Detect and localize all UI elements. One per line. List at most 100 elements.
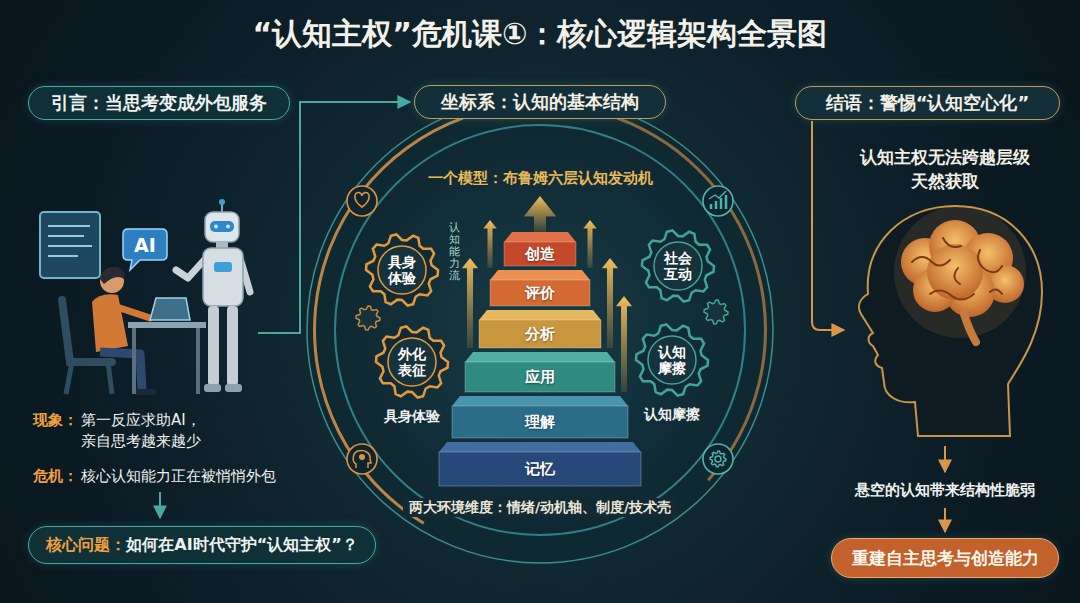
down-arrow (159, 492, 161, 518)
workspace-illustration (227, 306, 238, 386)
layer-shape (490, 270, 590, 280)
pill-text: 坐标系：认知的基本结构 (441, 90, 639, 114)
conclusion-pill: 结语：警惕“认知空心化” (795, 86, 1060, 120)
note-key: 现象： (33, 410, 78, 431)
bubble-text: AI (134, 234, 156, 256)
action-pill: 重建自主思考与创造能力 (831, 538, 1059, 578)
layer-label: 应用 (525, 368, 555, 387)
gear-shape (366, 234, 438, 305)
up-arrow (616, 296, 632, 392)
workspace-illustration (226, 225, 230, 229)
gear-label: 具身体验 (387, 254, 416, 286)
pyramid-layer: 记忆 (439, 442, 641, 486)
pyramid-layer: 分析 (479, 310, 601, 348)
brain-icon (359, 454, 365, 460)
layer-shape (439, 452, 641, 486)
conclusion-note: 认知主权无法跨越层级 天然获取 (840, 146, 1050, 194)
gear-caption: 认知摩擦 (644, 405, 700, 425)
workspace-illustration (150, 298, 190, 320)
workspace-illustration (66, 362, 112, 394)
workspace-illustration (128, 322, 206, 328)
workspace-illustration (40, 212, 100, 278)
chart-icon (703, 186, 733, 216)
layer-shape (439, 442, 641, 452)
up-arrow (524, 196, 556, 232)
heart-icon (347, 186, 377, 216)
ring-group (321, 111, 759, 549)
gear-caption: 具身体验 (384, 407, 440, 427)
workspace-illustration (176, 258, 206, 278)
workspace-illustration (204, 384, 221, 392)
gear-shape (376, 326, 448, 397)
ring-group (307, 97, 773, 563)
workspace-illustration (114, 306, 150, 318)
flow-label: 认知能力流 (449, 222, 460, 282)
gear-shape (376, 326, 448, 397)
gear-shape (636, 324, 708, 395)
flow-line (812, 121, 844, 330)
gear-shape (636, 324, 708, 395)
pill-text: 重建自主思考与创造能力 (852, 547, 1039, 570)
gear-shape (654, 242, 702, 290)
question-pill: 核心问题：如何在AI时代守护“认知主权”？ (28, 526, 376, 564)
gear-node: 具身体验 (365, 233, 439, 307)
layer-shape (452, 406, 628, 438)
workspace-illustration (208, 306, 219, 386)
layer-shape (452, 396, 628, 406)
workspace-illustration (221, 204, 223, 212)
workspace-illustration (214, 225, 218, 229)
ring-group (307, 97, 773, 563)
head-illustration (894, 206, 1026, 338)
gear-shape (642, 230, 714, 301)
intro-pill: 引言：当思考变成外包服务 (28, 86, 290, 120)
pyramid-layer: 理解 (452, 396, 628, 438)
gear-icon (715, 456, 721, 462)
heart-icon (355, 192, 369, 207)
gear-node: 外化表征 (375, 325, 449, 399)
gear-shape (648, 336, 696, 384)
workspace-illustration (219, 199, 225, 205)
pill-text: 结语：警惕“认知空心化” (826, 91, 1030, 115)
section-pill: 坐标系：认知的基本结构 (414, 85, 666, 119)
pill-text: 如何在AI时代守护“认知主权”？ (126, 535, 357, 556)
layer-label: 理解 (525, 413, 555, 432)
environment-caption: 两大环境维度：情绪/动机轴、制度/技术壳 (403, 498, 677, 517)
gear-shape (378, 246, 426, 294)
note-text: 核心认知能力正在被悄悄外包 (81, 466, 276, 487)
workspace-illustration (48, 226, 92, 256)
layer-shape (479, 310, 601, 320)
workspace-illustration (196, 328, 200, 394)
workspace-illustration (40, 199, 250, 394)
head-illustration (859, 206, 1042, 436)
chart-icon (709, 191, 726, 199)
workspace-illustration (225, 384, 242, 392)
ring-group (335, 125, 745, 535)
up-arrow (602, 258, 618, 348)
brain-icon (347, 444, 377, 474)
workspace-illustration (205, 212, 239, 242)
diagram-title: “认知主权”危机课①：核心逻辑架构全景图 (0, 14, 1080, 53)
consequence-note: 悬空的认知带来结构性脆弱 (855, 480, 1035, 501)
workspace-illustration (132, 328, 136, 394)
up-arrow (583, 220, 597, 268)
layer-shape (490, 280, 590, 306)
gear-node: 认知摩擦 (635, 323, 709, 397)
layer-label: 分析 (525, 325, 555, 344)
layer-label: 评价 (525, 284, 555, 303)
brain-icon (347, 444, 377, 474)
gear-icon (703, 444, 733, 474)
pyramid-layer: 应用 (465, 352, 615, 392)
workspace-illustration (136, 389, 154, 395)
pill-text: 引言：当思考变成外包服务 (51, 91, 267, 115)
gear-icon (703, 444, 733, 474)
workspace-illustration (214, 262, 232, 272)
layer-shape (479, 320, 601, 348)
gear-shape (366, 234, 438, 305)
gear-shape (642, 230, 714, 301)
layer-shape (504, 242, 576, 266)
speech-bubble: AI (122, 228, 168, 262)
small-gear (356, 306, 380, 330)
layer-shape (504, 232, 576, 242)
down-arrow (944, 508, 946, 532)
